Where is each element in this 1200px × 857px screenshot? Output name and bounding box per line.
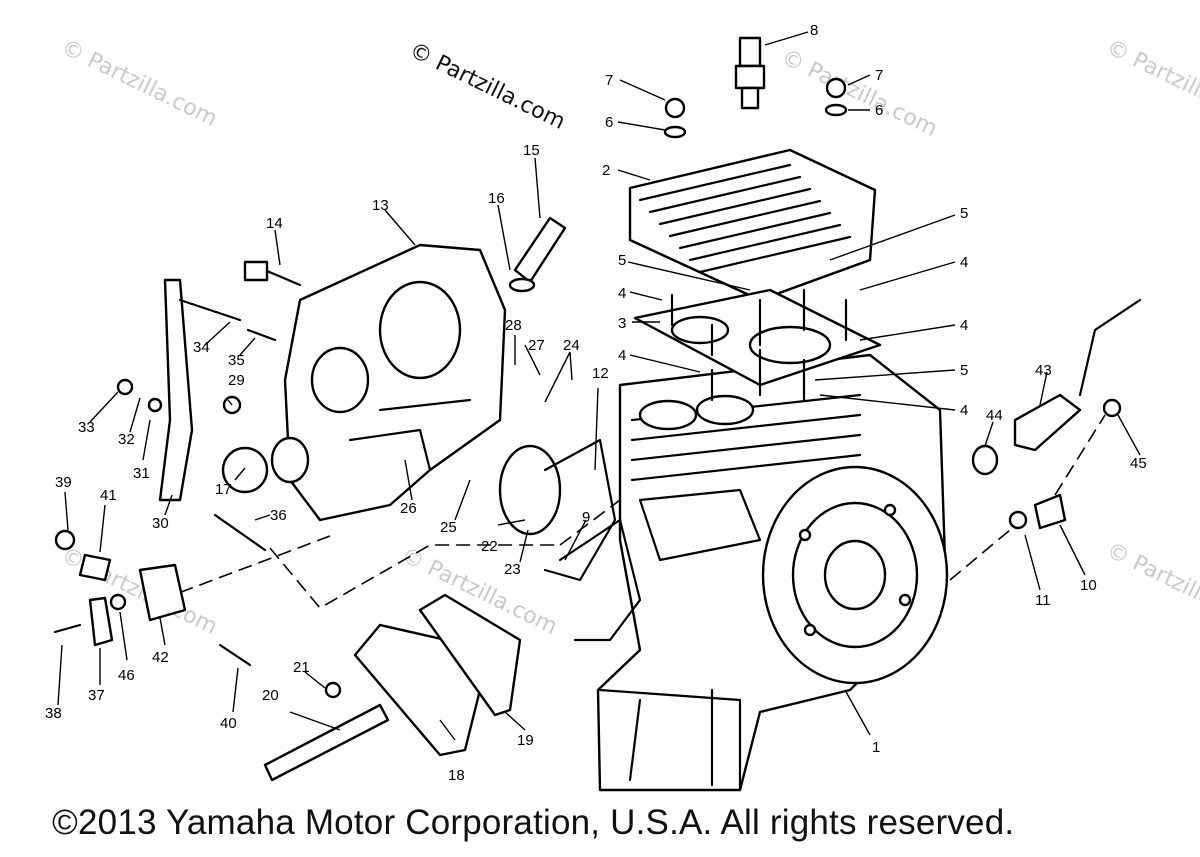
- callout-4a: 4: [618, 285, 626, 302]
- callout-35: 35: [228, 352, 245, 369]
- callout-28: 28: [505, 317, 522, 334]
- carburetor-linkage: [53, 529, 252, 667]
- callout-7b: 7: [875, 67, 883, 84]
- callout-30: 30: [152, 515, 169, 532]
- side-gaskets: [498, 438, 642, 642]
- callout-33: 33: [78, 419, 95, 436]
- callout-15: 15: [523, 142, 540, 159]
- copyright-notice: ©2013 Yamaha Motor Corporation, U.S.A. A…: [52, 803, 1015, 842]
- callout-37: 37: [88, 687, 105, 704]
- callout-12: 12: [592, 365, 609, 382]
- callout-9: 9: [582, 509, 590, 526]
- callout-5b: 5: [618, 252, 626, 269]
- callout-45: 45: [1130, 455, 1147, 472]
- callout-26: 26: [400, 500, 417, 517]
- callout-44: 44: [986, 407, 1003, 424]
- callout-4c: 4: [960, 254, 968, 271]
- callout-8: 8: [810, 22, 818, 39]
- head-nuts-washers: [663, 77, 848, 139]
- callout-14: 14: [266, 215, 283, 232]
- watermark-top-right: © Partzilla.com: [1102, 35, 1200, 132]
- callout-36: 36: [270, 507, 287, 524]
- callout-6b: 6: [875, 102, 883, 119]
- watermark-lower-right: © Partzilla.com: [1102, 538, 1200, 635]
- cylinder-head: [628, 148, 877, 302]
- callout-22: 22: [481, 538, 498, 555]
- callout-39: 39: [55, 474, 72, 491]
- cover-bolt: [243, 260, 302, 287]
- callout-24: 24: [563, 337, 580, 354]
- callout-25: 25: [440, 519, 457, 536]
- callout-23: 23: [504, 561, 521, 578]
- callout-40: 40: [220, 715, 237, 732]
- crankcase-cover: [270, 243, 507, 522]
- callout-1: 1: [872, 739, 880, 756]
- callout-labels: 1 2 3 4 4 4 4 4 5 5 5 5 6 6 7 7 8 9 10 1…: [45, 22, 1147, 784]
- callout-2: 2: [602, 162, 610, 179]
- watermark-lower-left: © Partzilla.com: [57, 543, 221, 640]
- head-gasket: [633, 288, 882, 387]
- oil-sensor: [971, 298, 1142, 476]
- callout-4b: 4: [618, 347, 626, 364]
- watermark-mid-right: © Partzilla.com: [777, 45, 941, 142]
- callout-13: 13: [372, 197, 389, 214]
- callout-21: 21: [293, 659, 310, 676]
- callout-10: 10: [1080, 577, 1097, 594]
- governor-linkage: [116, 278, 277, 552]
- callout-27: 27: [528, 337, 545, 354]
- callout-20: 20: [262, 687, 279, 704]
- drain-bolt: [1008, 493, 1067, 530]
- callout-4e: 4: [960, 402, 968, 419]
- callout-4d: 4: [960, 317, 968, 334]
- callout-31: 31: [133, 465, 150, 482]
- callout-11: 11: [1035, 592, 1051, 609]
- callout-42: 42: [152, 649, 169, 666]
- callout-38: 38: [45, 705, 62, 722]
- callout-34: 34: [193, 339, 210, 356]
- watermark-top-left: © Partzilla.com: [57, 35, 221, 132]
- crankcase-block: [596, 353, 949, 792]
- callout-6a: 6: [605, 114, 613, 131]
- air-cleaner-parts: [263, 593, 522, 782]
- callout-16: 16: [488, 190, 505, 207]
- leader-lines: [57, 31, 1141, 741]
- callout-43: 43: [1035, 362, 1052, 379]
- head-bolts: [670, 288, 848, 402]
- callout-17: 17: [215, 481, 232, 498]
- callout-41: 41: [100, 487, 117, 504]
- callout-5c: 5: [960, 362, 968, 379]
- callout-32: 32: [118, 431, 135, 448]
- callout-29: 29: [228, 372, 245, 389]
- spark-plug: [734, 36, 766, 110]
- callout-5a: 5: [960, 205, 968, 222]
- breather-tube: [508, 216, 567, 293]
- callout-18: 18: [448, 767, 465, 784]
- callout-19: 19: [517, 732, 534, 749]
- callout-7a: 7: [605, 72, 613, 89]
- callout-46: 46: [118, 667, 135, 684]
- callout-3: 3: [618, 315, 626, 332]
- watermark-main: © Partzilla.com: [405, 38, 569, 135]
- assembly-guide-lines: [159, 414, 1106, 610]
